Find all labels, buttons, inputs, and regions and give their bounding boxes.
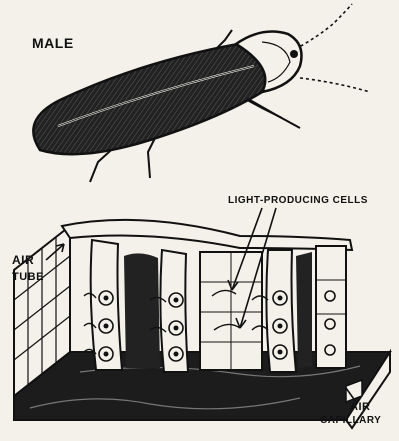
label-air-capillary-line1: AIR [350, 402, 370, 413]
label-air-capillary-line2: CAPILLARY [320, 416, 381, 426]
label-male: MALE [32, 36, 74, 50]
label-air-tube-line2: TUBE [12, 272, 44, 283]
label-air-tube-line1: AIR [12, 254, 34, 266]
firefly-icon [33, 4, 370, 182]
label-light-producing-cells: LIGHT-PRODUCING CELLS [228, 196, 368, 206]
cell-cross-section [14, 220, 390, 428]
